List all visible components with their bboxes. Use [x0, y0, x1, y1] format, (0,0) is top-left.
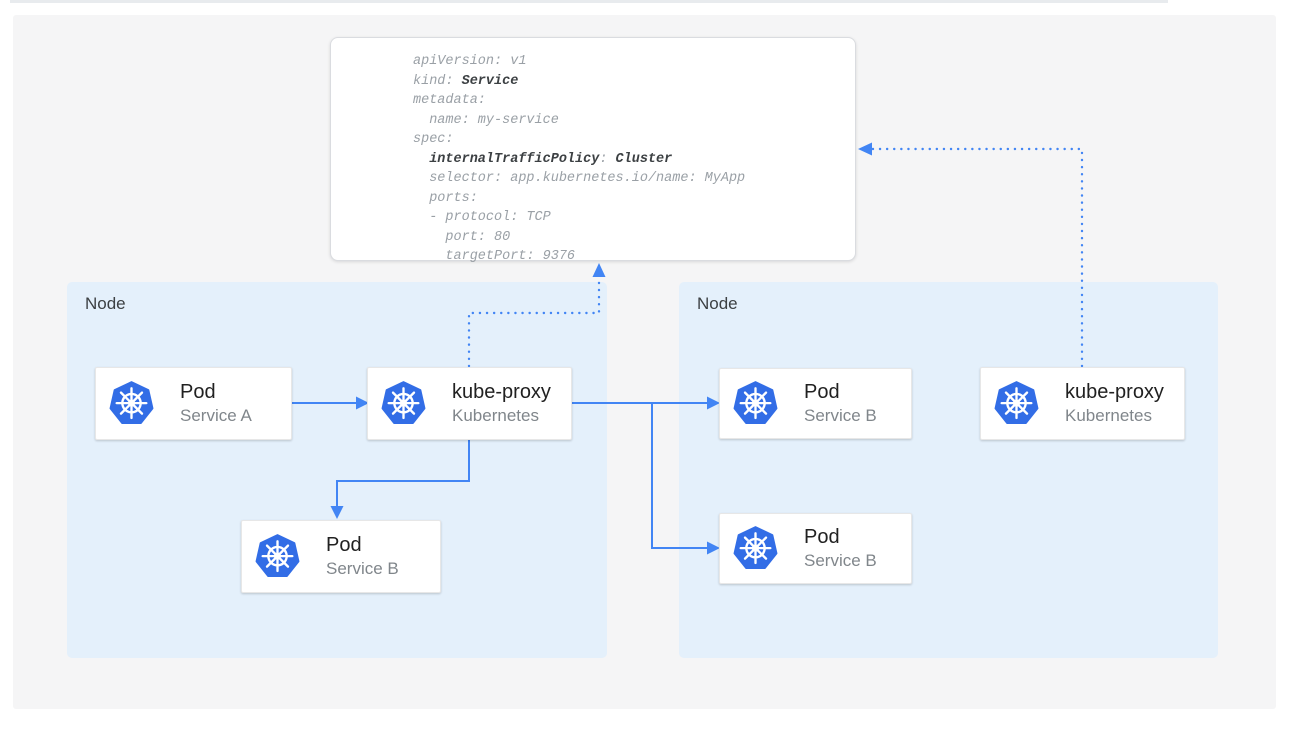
card-subtitle: Kubernetes: [1065, 406, 1152, 425]
card-kube-proxy-left: kube-proxy Kubernetes: [367, 367, 572, 440]
card-subtitle: Kubernetes: [452, 406, 539, 425]
card-title: kube-proxy: [452, 381, 551, 403]
node-box-right: Node: [679, 282, 1218, 658]
card-pod-service-b-right-top: Pod Service B: [719, 368, 912, 439]
card-kube-proxy-right: kube-proxy Kubernetes: [980, 367, 1185, 440]
kubernetes-icon: [381, 381, 426, 426]
kubernetes-icon: [733, 526, 778, 571]
card-pod-service-b-right-bottom: Pod Service B: [719, 513, 912, 584]
kubernetes-icon: [109, 381, 154, 426]
node-label: Node: [697, 294, 738, 313]
node-box-left: Node: [67, 282, 607, 658]
card-subtitle: Service B: [326, 559, 399, 578]
kubernetes-icon: [255, 534, 300, 579]
kubernetes-icon: [994, 381, 1039, 426]
card-title: Pod: [804, 381, 840, 403]
card-subtitle: Service B: [804, 406, 877, 425]
card-title: Pod: [180, 381, 216, 403]
card-pod-service-b-left: Pod Service B: [241, 520, 441, 593]
card-subtitle: Service A: [180, 406, 252, 425]
card-title: kube-proxy: [1065, 381, 1164, 403]
card-subtitle: Service B: [804, 551, 877, 570]
node-label: Node: [85, 294, 126, 313]
card-title: Pod: [804, 526, 840, 548]
card-pod-service-a: Pod Service A: [95, 367, 292, 440]
top-divider-line: [10, 0, 1168, 3]
card-title: Pod: [326, 534, 362, 556]
kubernetes-icon: [733, 381, 778, 426]
